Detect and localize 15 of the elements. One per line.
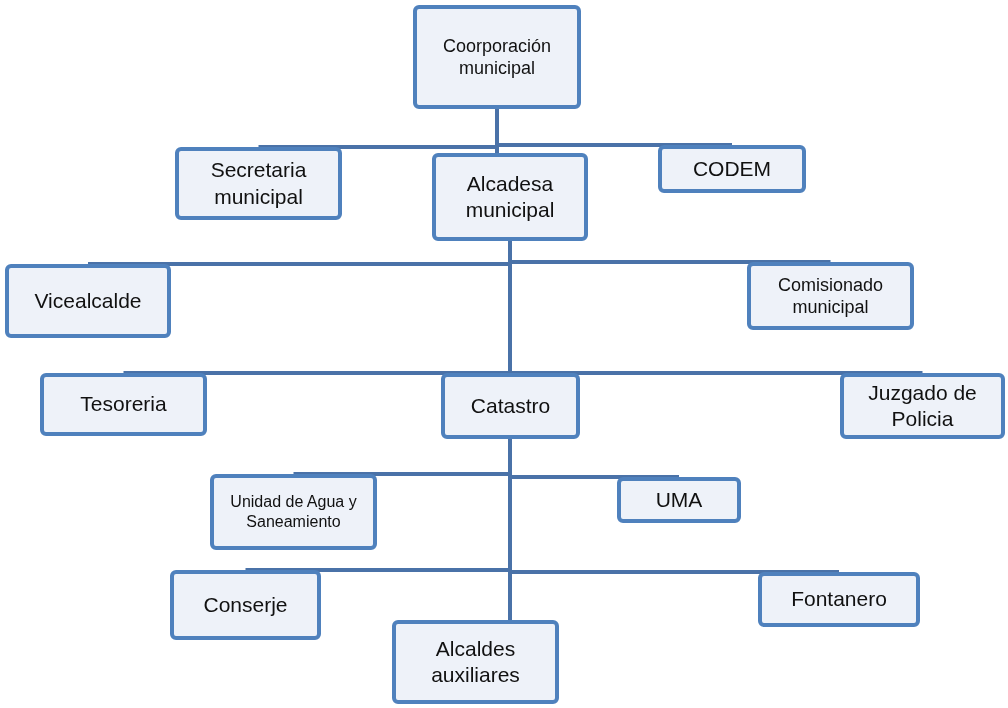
org-box: Catastro <box>441 373 580 439</box>
org-box: Conserje <box>170 570 321 640</box>
org-box: Alcadesa municipal <box>432 153 588 241</box>
org-box: Vicealcalde <box>5 264 171 338</box>
org-box: Juzgado de Policia <box>840 373 1005 439</box>
org-box: Tesoreria <box>40 373 207 436</box>
org-box: Comisionado municipal <box>747 262 914 330</box>
org-box: Fontanero <box>758 572 920 627</box>
org-box: Secretaria municipal <box>175 147 342 220</box>
org-box: CODEM <box>658 145 806 193</box>
org-box: Coorporación municipal <box>413 5 581 109</box>
org-box: UMA <box>617 477 741 523</box>
org-box: Unidad de Agua y Saneamiento <box>210 474 377 550</box>
connector-line <box>495 109 732 147</box>
org-box: Alcaldes auxiliares <box>392 620 559 704</box>
